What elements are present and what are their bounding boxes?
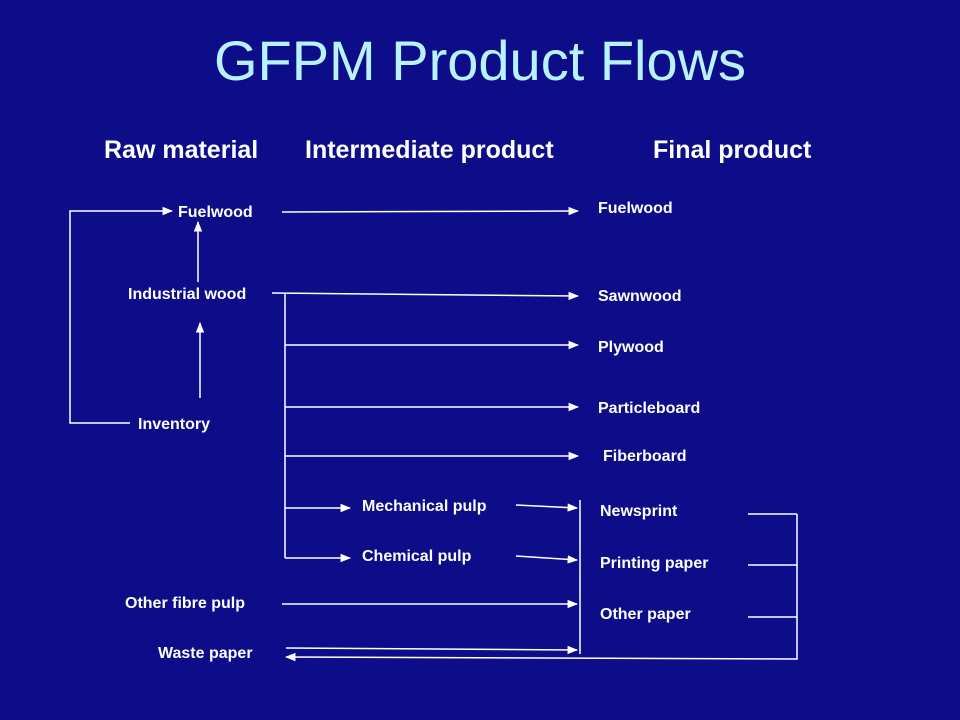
node-fiberboard: Fiberboard — [603, 448, 687, 465]
node-mechanical-pulp: Mechanical pulp — [362, 498, 487, 515]
node-other-fibre-pulp: Other fibre pulp — [125, 595, 245, 612]
arrow-chemical-pulp-to-paper — [515, 555, 579, 564]
arrow-mechanical-pulp-to-paper — [515, 503, 579, 512]
node-particleboard: Particleboard — [598, 400, 701, 417]
column-header-final-product: Final product — [653, 136, 812, 164]
arrow-inventory-to-fuelwood — [69, 206, 174, 424]
node-industrial-wood: Industrial wood — [128, 286, 247, 303]
column-header-intermediate-product: Intermediate product — [305, 136, 554, 164]
arrow-industrial-wood-to-sawnwood — [271, 291, 580, 301]
node-newsprint: Newsprint — [600, 503, 678, 520]
arrow-paper-to-waste-paper — [284, 514, 798, 662]
node-chemical-pulp: Chemical pulp — [362, 548, 472, 565]
node-other-paper: Other paper — [600, 606, 691, 623]
node-plywood: Plywood — [598, 339, 664, 356]
node-printing-paper: Printing paper — [600, 555, 709, 572]
node-inventory: Inventory — [138, 416, 211, 433]
arrow-waste-paper-to-paper — [285, 645, 579, 655]
column-header-raw-material: Raw material — [104, 136, 259, 164]
node-sawnwood: Sawnwood — [598, 288, 682, 305]
node-waste-paper: Waste paper — [158, 645, 253, 662]
page-title: GFPM Product Flows — [213, 29, 747, 92]
node-raw-fuelwood: Fuelwood — [178, 204, 253, 221]
node-final-fuelwood: Fuelwood — [598, 200, 673, 217]
arrow-fuelwood-to-fuelwood-final — [281, 206, 580, 216]
